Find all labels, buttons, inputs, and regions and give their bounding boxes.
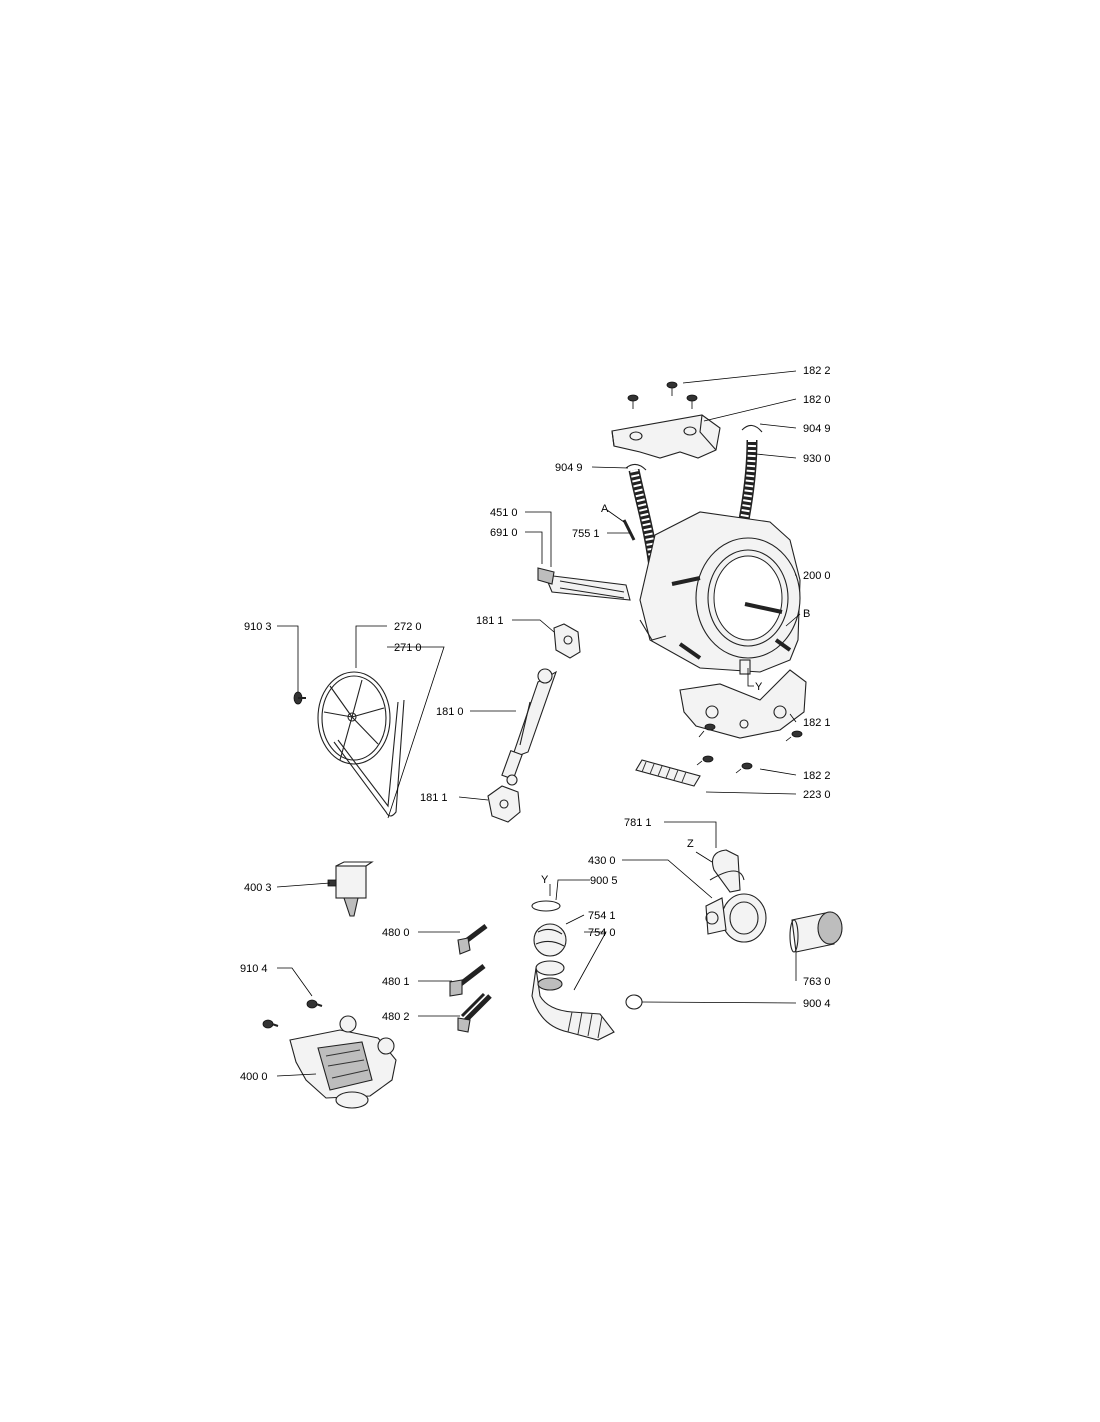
hose-right xyxy=(736,424,763,532)
callout-900-4: 900 4 xyxy=(803,998,831,1010)
callout-763-0: 763 0 xyxy=(803,976,831,988)
callout-480-2: 480 2 xyxy=(382,1011,410,1023)
drum-pulley xyxy=(317,671,391,765)
callout-A: A xyxy=(601,503,609,515)
pin-755-1 xyxy=(622,519,636,541)
screw-182-2-bottom-d xyxy=(735,762,753,774)
callout-181-1-top: 181 1 xyxy=(476,615,504,627)
screw-182-2-top-a xyxy=(666,381,678,396)
callout-181-0: 181 0 xyxy=(436,706,464,718)
bolt-480-1 xyxy=(449,964,486,997)
callout-Y-tub: Y xyxy=(755,681,763,693)
callout-910-4: 910 4 xyxy=(240,963,268,975)
callout-430-0: 430 0 xyxy=(588,855,616,867)
shock-absorber-clip-top xyxy=(553,623,581,659)
screw-910-4-a xyxy=(306,999,323,1009)
bolt-480-2 xyxy=(457,992,492,1033)
screw-182-2-top-c xyxy=(686,394,698,409)
seal-strip-223-0 xyxy=(635,759,701,787)
screw-182-2-top-b xyxy=(627,394,639,409)
callout-480-1: 480 1 xyxy=(382,976,410,988)
tub-assembly xyxy=(639,511,801,675)
callout-904-9-right: 904 9 xyxy=(803,423,831,435)
callout-272-0: 272 0 xyxy=(394,621,422,633)
screw-182-2-bottom-b xyxy=(785,730,803,742)
screw-910-3 xyxy=(293,691,306,705)
callout-271-0: 271 0 xyxy=(394,642,422,654)
drain-pump xyxy=(705,849,767,943)
shock-absorber xyxy=(501,668,557,786)
pump-filter xyxy=(789,911,843,953)
callout-182-2-bottom: 182 2 xyxy=(803,770,831,782)
hose-clamp-900-4 xyxy=(625,994,643,1010)
callout-480-0: 480 0 xyxy=(382,927,410,939)
callout-Y-hose: Y xyxy=(541,874,549,886)
callout-182-0: 182 0 xyxy=(803,394,831,406)
callout-691-0: 691 0 xyxy=(490,527,518,539)
callout-781-1: 781 1 xyxy=(624,817,652,829)
callout-Z: Z xyxy=(687,838,694,850)
callout-755-1: 755 1 xyxy=(572,528,600,540)
screw-910-4-b xyxy=(262,1019,279,1029)
callout-754-1: 754 1 xyxy=(588,910,616,922)
callout-904-9-left: 904 9 xyxy=(555,462,583,474)
callout-400-3: 400 3 xyxy=(244,882,272,894)
callout-451-0: 451 0 xyxy=(490,507,518,519)
hose-clamp-900-5 xyxy=(531,900,561,912)
callout-900-5: 900 5 xyxy=(590,875,618,887)
counterweight-top xyxy=(611,414,721,459)
motor xyxy=(289,1015,397,1109)
callout-182-2-top: 182 2 xyxy=(803,365,831,377)
callout-B: B xyxy=(803,608,810,620)
bolt-480-0 xyxy=(457,924,488,955)
screw-182-2-bottom-a xyxy=(698,723,716,738)
sump-hose xyxy=(531,960,615,1041)
shock-absorber-clip-bottom xyxy=(487,785,521,823)
callout-181-1-bottom: 181 1 xyxy=(420,792,448,804)
pressure-switch xyxy=(327,861,374,917)
leader-lines xyxy=(276,370,801,1077)
ball-valve xyxy=(533,923,567,957)
heater-element xyxy=(537,567,631,601)
callout-930-0: 930 0 xyxy=(803,453,831,465)
callout-400-0: 400 0 xyxy=(240,1071,268,1083)
callout-200-0: 200 0 xyxy=(803,570,831,582)
drive-belt xyxy=(333,699,405,817)
screw-182-2-bottom-c xyxy=(696,755,714,766)
callout-910-3: 910 3 xyxy=(244,621,272,633)
callout-223-0: 223 0 xyxy=(803,789,831,801)
callout-182-1: 182 1 xyxy=(803,717,831,729)
callout-754-0: 754 0 xyxy=(588,927,616,939)
counterweight-bottom xyxy=(679,669,807,739)
